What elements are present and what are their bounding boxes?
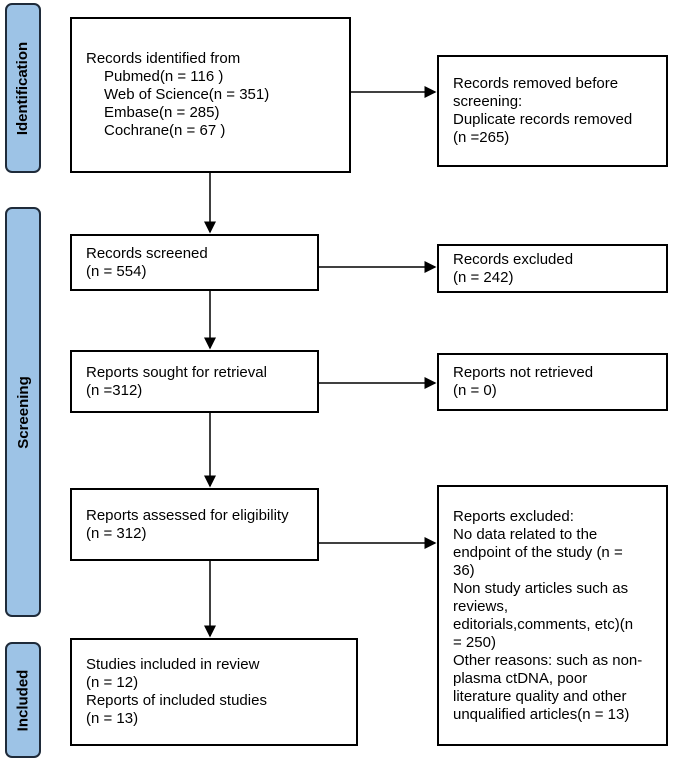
studies-included-box: Studies included in review (n = 12) Repo… — [70, 638, 358, 746]
reports-assessed-box: Reports assessed for eligibility (n = 31… — [70, 488, 319, 561]
phase-identification: Identification — [5, 3, 41, 173]
reports-sought-box: Reports sought for retrieval (n =312) — [70, 350, 319, 413]
records-screened-box: Records screened (n = 554) — [70, 234, 319, 291]
records-removed-box: Records removed before screening: Duplic… — [437, 55, 668, 167]
reports-not-retrieved-box: Reports not retrieved (n = 0) — [437, 353, 668, 411]
phase-screening: Screening — [5, 207, 41, 617]
records-excluded-box: Records excluded (n = 242) — [437, 244, 668, 293]
reports-excluded-box: Reports excluded: No data related to the… — [437, 485, 668, 746]
phase-included: Included — [5, 642, 41, 758]
records-identified-box: Records identified from Pubmed(n = 116 )… — [70, 17, 351, 173]
